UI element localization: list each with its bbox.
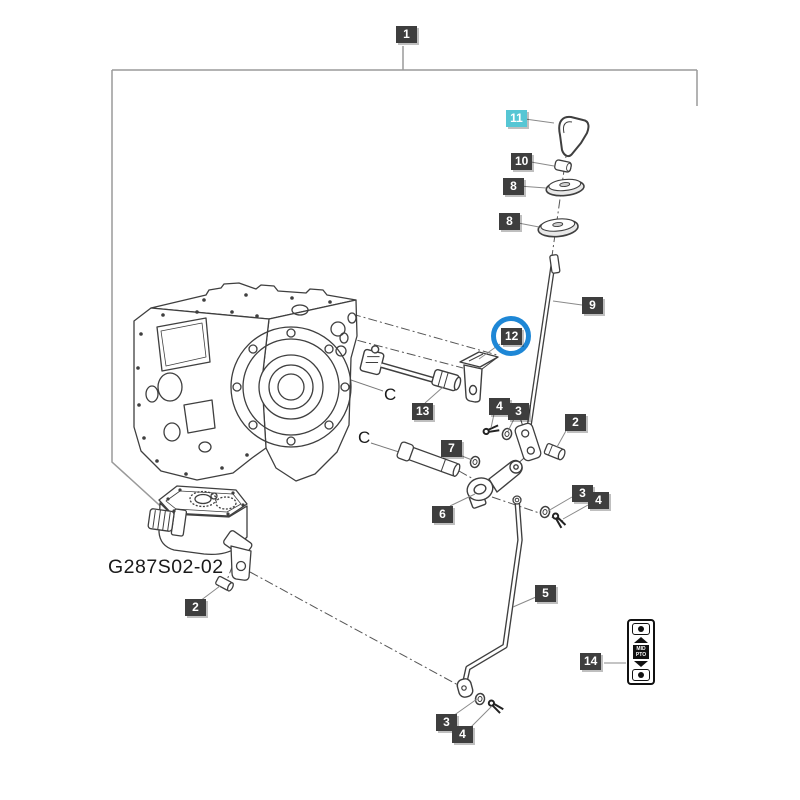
shift-rod-drawing <box>525 254 561 435</box>
cotter-pin-drawing-c <box>487 699 504 714</box>
arrow-down-icon <box>634 661 648 667</box>
section-marker-c-upper: C <box>384 385 397 404</box>
washer-drawing-c <box>474 692 486 706</box>
pto-shaft-icon-bottom <box>632 669 650 681</box>
decal-word-bottom: PTO <box>635 652 647 658</box>
washer-drawing-a <box>501 427 513 441</box>
callout-2-b-pto-pin[interactable]: 2 <box>185 599 206 616</box>
callout-3-c[interactable]: 3 <box>436 714 457 731</box>
section-marker-c-lower: C <box>358 428 371 447</box>
sub-assembly-part-code: G287S02-02 <box>108 556 224 578</box>
callout-2-a[interactable]: 2 <box>565 414 586 431</box>
mid-pto-decal: MID PTO <box>627 619 655 685</box>
group-bracket-line <box>111 46 698 524</box>
decal-word-top: MID <box>636 646 646 652</box>
washer-drawing-b <box>539 505 551 519</box>
transmission-housing-drawing <box>133 282 358 482</box>
callout-5-link-rod[interactable]: 5 <box>535 585 556 602</box>
callout-3-a[interactable]: 3 <box>508 403 529 420</box>
pto-gearbox-drawing <box>147 485 253 581</box>
cotter-pin-drawing-a <box>482 424 500 436</box>
clevis-drawing <box>514 419 542 462</box>
cotter-pin-drawing-b <box>551 512 567 529</box>
callout-4-a[interactable]: 4 <box>489 398 510 415</box>
callout-9-rod[interactable]: 9 <box>582 297 603 314</box>
boot-plate-drawing-upper <box>545 178 585 197</box>
callout-13-sensor[interactable]: 13 <box>412 403 434 420</box>
callout-4-b[interactable]: 4 <box>588 492 609 509</box>
callout-14-decal[interactable]: 14 <box>580 653 602 670</box>
highlight-ring <box>491 316 531 356</box>
washer-drawing-7 <box>469 455 481 469</box>
callout-10-bushing[interactable]: 10 <box>511 153 533 170</box>
bracket-drawing <box>459 351 499 403</box>
callout-8-upper[interactable]: 8 <box>503 178 524 195</box>
joint-pin-drawing <box>396 441 461 477</box>
decal-text: MID PTO <box>633 645 649 659</box>
pto-shaft-icon-top <box>632 623 650 635</box>
callout-8-lower[interactable]: 8 <box>499 213 520 230</box>
gear-knob-drawing <box>558 115 590 158</box>
clevis-pin-drawing <box>543 443 566 461</box>
bushing-drawing <box>554 159 572 173</box>
callout-11-knob-highlighted[interactable]: 11 <box>506 110 527 127</box>
callout-3-b[interactable]: 3 <box>572 485 593 502</box>
callout-7-joint-pin[interactable]: 7 <box>441 440 462 457</box>
callout-6-bellcrank[interactable]: 6 <box>432 506 453 523</box>
callout-12-bracket-circled[interactable]: 12 <box>501 328 523 345</box>
link-rod-drawing <box>456 495 523 698</box>
arrow-up-icon <box>634 637 648 643</box>
pto-pin-drawing <box>215 575 234 592</box>
speed-sensor-drawing <box>359 345 462 392</box>
boot-plate-drawing-lower <box>537 218 579 238</box>
leader-lines <box>199 118 626 729</box>
callout-1-group[interactable]: 1 <box>396 26 417 43</box>
callout-4-c[interactable]: 4 <box>452 726 473 743</box>
